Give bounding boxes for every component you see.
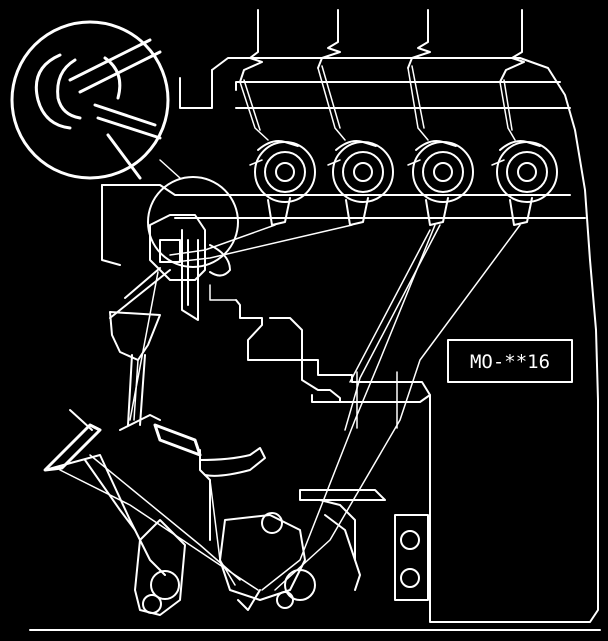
looper-mechanism bbox=[43, 409, 429, 616]
thread-guides bbox=[239, 9, 525, 83]
thread-guide-icon bbox=[239, 9, 263, 83]
looper-icon bbox=[43, 409, 166, 576]
looper-icon bbox=[119, 414, 266, 541]
thread-guide-icon bbox=[407, 9, 431, 69]
tension-dial-icon bbox=[327, 140, 394, 226]
thread-guide-icon bbox=[317, 9, 341, 69]
tension-dials bbox=[249, 140, 558, 226]
tension-dial-icon bbox=[491, 140, 558, 226]
thread-guide-icon bbox=[499, 9, 525, 83]
tension-dial-icon bbox=[249, 140, 316, 226]
needle-assembly bbox=[109, 214, 231, 426]
model-label: MO-**16 bbox=[470, 351, 550, 373]
tension-dial-icon bbox=[407, 140, 474, 226]
model-label-plate: MO-**16 bbox=[470, 351, 550, 373]
magnified-detail-inset bbox=[10, 20, 239, 268]
needle-icon bbox=[109, 311, 161, 426]
machine-body bbox=[29, 57, 601, 631]
upper-thread-paths bbox=[239, 65, 516, 141]
